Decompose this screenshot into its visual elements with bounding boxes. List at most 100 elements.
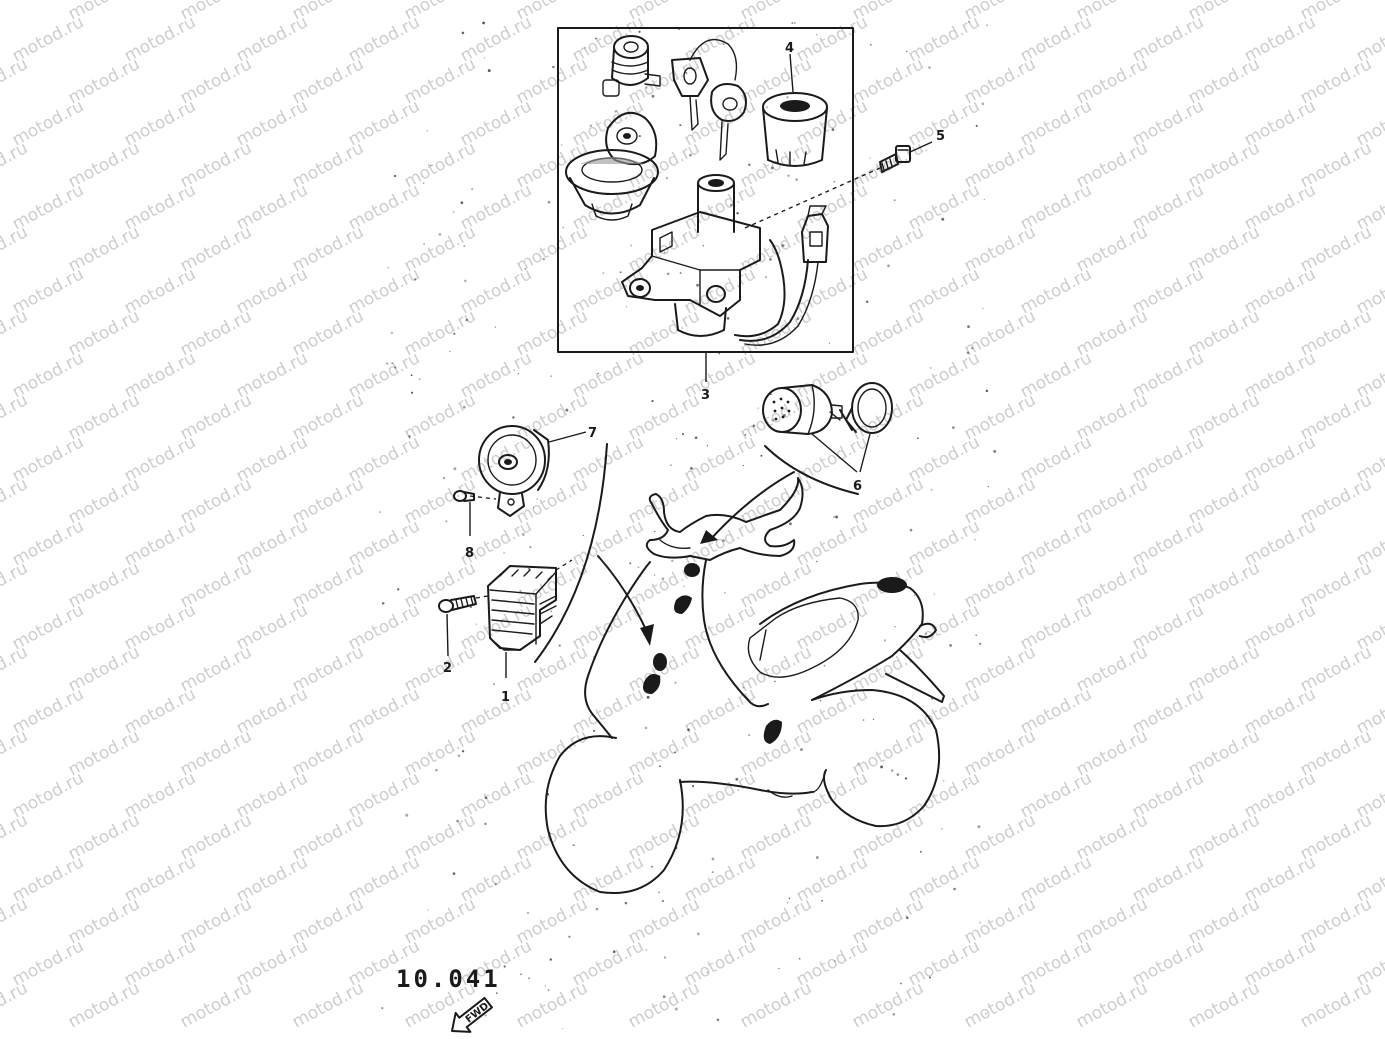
- speckle: [987, 485, 989, 488]
- speckle: [887, 264, 890, 268]
- speckle: [630, 244, 632, 247]
- speckle: [796, 317, 800, 321]
- speckle: [819, 699, 822, 702]
- speckle: [679, 124, 682, 127]
- flasher-bracket: [829, 382, 893, 434]
- speckle: [408, 435, 411, 438]
- speckle: [625, 306, 628, 308]
- speckle: [645, 949, 648, 951]
- speckle: [828, 342, 831, 344]
- watermark-text: motod.ru: [0, 474, 31, 528]
- main-switch-location-marker: [674, 595, 692, 614]
- speckle: [482, 21, 485, 25]
- speckle: [547, 200, 551, 204]
- speckle: [671, 559, 674, 563]
- speckle: [445, 520, 448, 523]
- speckle: [552, 65, 555, 69]
- cap-cover-disc: [605, 111, 658, 166]
- leader-4: [789, 53, 794, 93]
- speckle: [831, 128, 835, 131]
- speckle: [536, 498, 538, 500]
- speckle: [729, 203, 733, 207]
- speckle: [823, 664, 826, 667]
- speckle: [696, 283, 699, 287]
- speckle: [457, 754, 461, 758]
- speckle: [696, 932, 700, 936]
- watermark-text: motod.ru: [0, 138, 31, 192]
- speckle: [644, 726, 648, 730]
- watermark-text: motod.ru: [0, 222, 31, 276]
- speckle: [771, 418, 775, 422]
- speckle: [788, 522, 792, 526]
- watermark-text: motod.ru: [177, 978, 255, 1032]
- speckle: [560, 144, 563, 146]
- speckle: [665, 177, 668, 180]
- speckle: [452, 211, 455, 213]
- speckle: [597, 372, 599, 375]
- watermark-text: motod.ru: [0, 306, 31, 360]
- speckle: [866, 300, 869, 303]
- speckle: [786, 96, 789, 99]
- speckle: [614, 110, 617, 113]
- speckle: [414, 278, 417, 281]
- screw-part-5: [879, 145, 911, 173]
- speckle: [528, 977, 530, 980]
- speckle: [429, 164, 432, 167]
- speckle: [979, 921, 982, 924]
- speckle: [558, 644, 561, 647]
- speckle: [423, 182, 425, 184]
- speckle: [833, 181, 836, 183]
- speckle: [726, 317, 730, 320]
- speckle: [748, 733, 751, 737]
- bolt-part-8: [453, 490, 475, 502]
- speckle: [953, 887, 956, 891]
- watermark-text: motod.ru: [0, 978, 31, 1032]
- speckle: [512, 416, 515, 419]
- speckle: [674, 681, 677, 684]
- speckle: [453, 467, 457, 471]
- watermark-text: motod.ru: [289, 978, 367, 1032]
- speckle: [678, 28, 680, 31]
- speckle: [461, 750, 465, 753]
- speckle: [484, 822, 487, 826]
- bolt-part-2: [438, 595, 477, 613]
- watermark-text: motod.ru: [0, 558, 31, 612]
- speckle: [974, 538, 976, 541]
- speckle: [794, 22, 796, 24]
- callout-8: 8: [465, 546, 474, 561]
- speckle: [764, 276, 767, 279]
- cap-base: [565, 149, 659, 221]
- speckle: [484, 1014, 487, 1017]
- speckle: [706, 971, 709, 974]
- speckle: [638, 30, 641, 33]
- speckle: [916, 437, 919, 440]
- leader-7: [548, 431, 587, 443]
- speckle: [722, 43, 725, 46]
- watermark-text: motod.ru: [961, 978, 1039, 1032]
- speckle: [787, 174, 790, 177]
- speckle: [883, 639, 887, 642]
- speckle: [744, 434, 747, 436]
- speckle: [949, 644, 952, 647]
- speckle: [674, 1007, 678, 1011]
- speckle: [471, 188, 473, 190]
- speckle: [418, 378, 421, 381]
- speckle: [595, 907, 599, 911]
- speckle: [752, 424, 756, 428]
- speckle: [460, 201, 464, 205]
- speckle: [942, 780, 945, 782]
- speckle: [952, 426, 955, 429]
- speckle: [584, 47, 586, 49]
- speckle: [821, 899, 824, 902]
- rectifier-alignment-line: [555, 559, 573, 571]
- watermark-text: motod.ru: [0, 54, 31, 108]
- watermark-text: motod.ru: [0, 894, 31, 948]
- speckle: [735, 777, 739, 781]
- leader-2: [446, 613, 449, 657]
- speckle: [594, 37, 597, 40]
- speckle: [572, 844, 575, 847]
- speckle: [495, 992, 498, 994]
- relay-view-arc: [764, 445, 859, 495]
- speckle: [651, 94, 655, 98]
- speckle: [925, 149, 927, 152]
